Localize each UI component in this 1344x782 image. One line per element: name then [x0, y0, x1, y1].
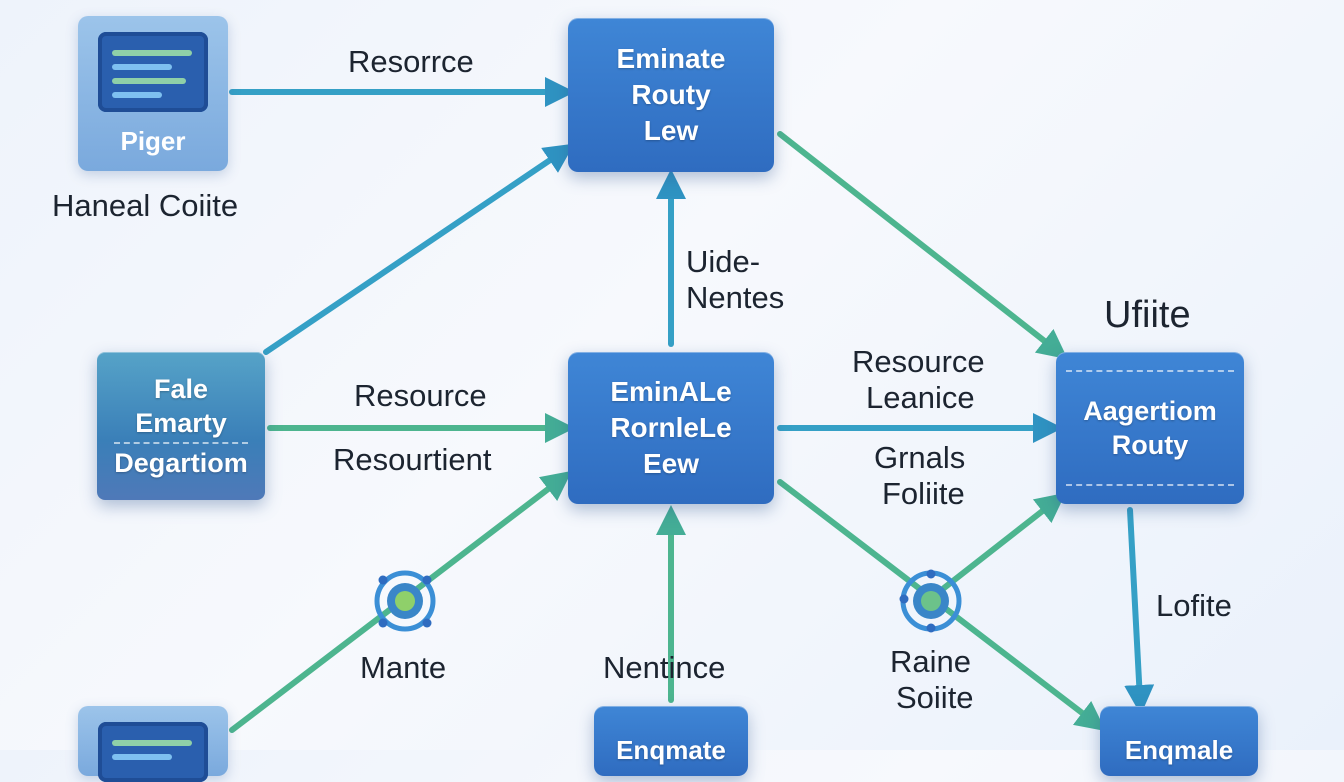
node-bottom-center-line-1: Enqmate — [616, 735, 726, 765]
tile-bottom-left[interactable] — [78, 706, 228, 782]
edge-label-bottom: Nentince — [603, 650, 726, 685]
node-left-divider — [113, 442, 249, 444]
edge-hub-to-right — [941, 492, 1066, 591]
edge-top-center-to-right — [777, 131, 1068, 360]
node-left-line-1: Fale — [153, 374, 209, 404]
edge-label-right-4: Foliite — [882, 476, 965, 511]
hub-left-label: Mante — [360, 650, 447, 685]
node-center-line-1: EminALe — [610, 376, 732, 407]
edge-label-right-3: Grnals — [874, 440, 966, 475]
hub-right-label-1: Raine — [890, 644, 971, 679]
tile-top-left[interactable]: Piger — [78, 16, 228, 171]
node-center-line-3: Eew — [642, 448, 700, 479]
top-left-caption: Haneal Coiite — [52, 188, 239, 223]
node-top-center-line-3: Lew — [643, 115, 699, 146]
hub-right-label-2: Soiite — [896, 680, 974, 715]
node-center[interactable]: EminALe RornleLe Eew — [568, 352, 774, 504]
node-right[interactable]: Aagertiom Routy — [1056, 352, 1244, 504]
edge-label-left-1: Resource — [354, 378, 487, 413]
edge-right-to-bottom-right — [1124, 507, 1155, 715]
monitor-icon — [98, 32, 208, 112]
edge-label-vertical-2: Nentes — [686, 280, 785, 315]
edge-label-right-down: Lofite — [1156, 588, 1232, 623]
node-left-line-2: Emarty — [135, 408, 227, 438]
edge-label-top: Resorrce — [348, 44, 474, 79]
right-heading: Ufiite — [1104, 294, 1191, 336]
node-top-center-line-2: Routy — [631, 79, 711, 110]
node-right-line-2: Routy — [1111, 430, 1189, 460]
edge-label-right-1: Resource — [852, 344, 985, 379]
node-right-line-1: Aagertiom — [1083, 396, 1217, 426]
node-left-line-3: Degartiom — [114, 448, 248, 478]
edge-left-to-top-center — [263, 143, 575, 355]
monitor-icon — [98, 722, 208, 782]
edge-label-right-2: Leanice — [866, 380, 975, 415]
node-left[interactable]: Fale Emarty Degartiom — [97, 352, 265, 500]
node-top-center[interactable]: Eminate Routy Lew — [568, 18, 774, 172]
network-hub-icon — [374, 570, 436, 632]
node-center-line-2: RornleLe — [610, 412, 732, 443]
edge-label-vertical-1: Uide- — [686, 244, 761, 279]
node-bottom-center[interactable]: Enqmate — [594, 706, 748, 776]
node-bottom-right-line-1: Enqmale — [1124, 735, 1234, 765]
edge-label-left-2: Resourtient — [333, 442, 492, 477]
node-bottom-right[interactable]: Enqmale — [1100, 706, 1258, 776]
network-hub-icon — [899, 569, 962, 633]
tile-top-left-label: Piger — [120, 126, 186, 156]
node-top-center-line-1: Eminate — [616, 43, 726, 74]
